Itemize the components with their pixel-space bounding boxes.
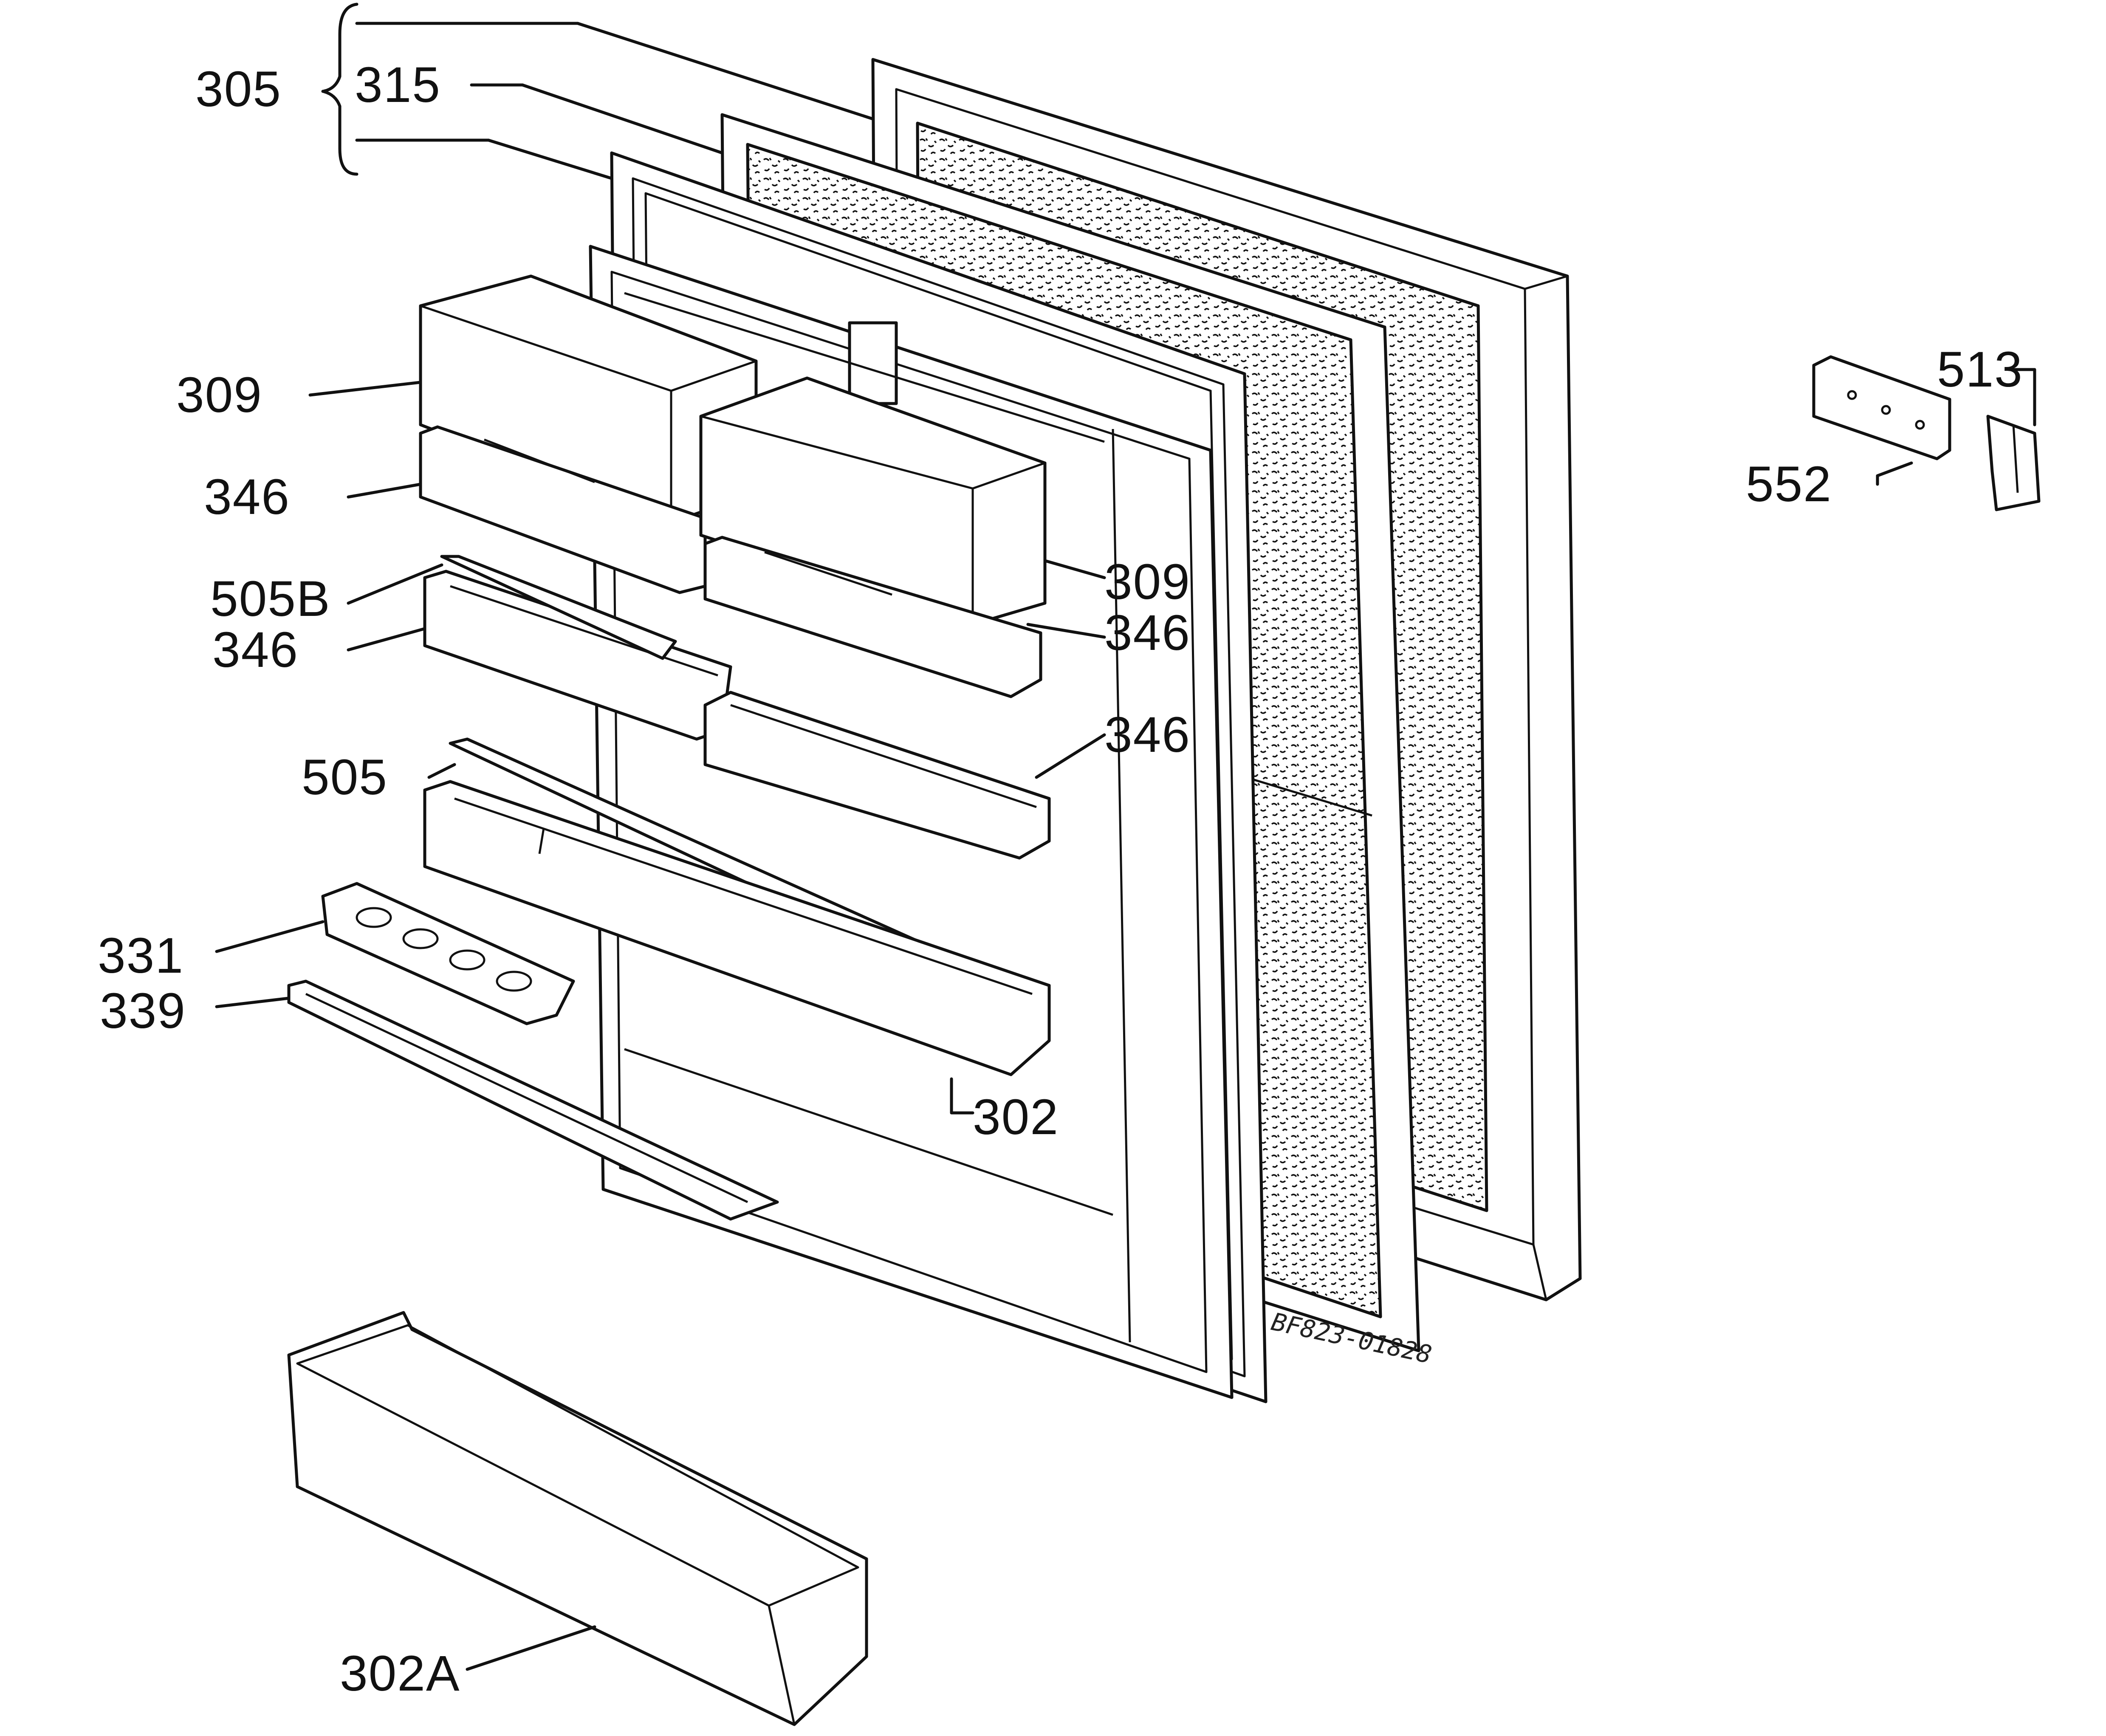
label-339: 339 [100,983,186,1039]
label-346-c: 346 [1104,605,1191,661]
label-302: 302 [973,1089,1059,1145]
hinge-plate-552 [1812,355,1951,460]
retaining-bar-505b [440,555,677,660]
door-shelf-right [703,691,1051,860]
label-305: 305 [195,61,282,117]
label-302a: 302A [340,1646,460,1702]
label-331: 331 [98,928,184,984]
leader-lines [215,22,2036,1671]
bottle-rack-302a [287,1311,868,1726]
brace-305 [321,3,359,176]
part-labels: 305 315 309 346 505B 346 309 346 346 505… [98,57,2023,1702]
label-309-left: 309 [176,367,263,423]
label-315: 315 [355,57,441,113]
label-505: 505 [302,749,388,805]
label-346-d: 346 [1104,707,1191,763]
label-552: 552 [1746,456,1832,512]
dairy-box-right-tray [703,536,1042,698]
hinge-bracket-513 [1986,415,2041,511]
label-346-a: 346 [204,469,290,525]
label-505b: 505B [210,571,331,627]
label-513: 513 [1937,342,2023,398]
bottle-shelf-302 [423,780,1051,1076]
label-309-right: 309 [1104,554,1191,610]
egg-rack-331 [321,882,575,1025]
label-346-b: 346 [212,622,299,678]
